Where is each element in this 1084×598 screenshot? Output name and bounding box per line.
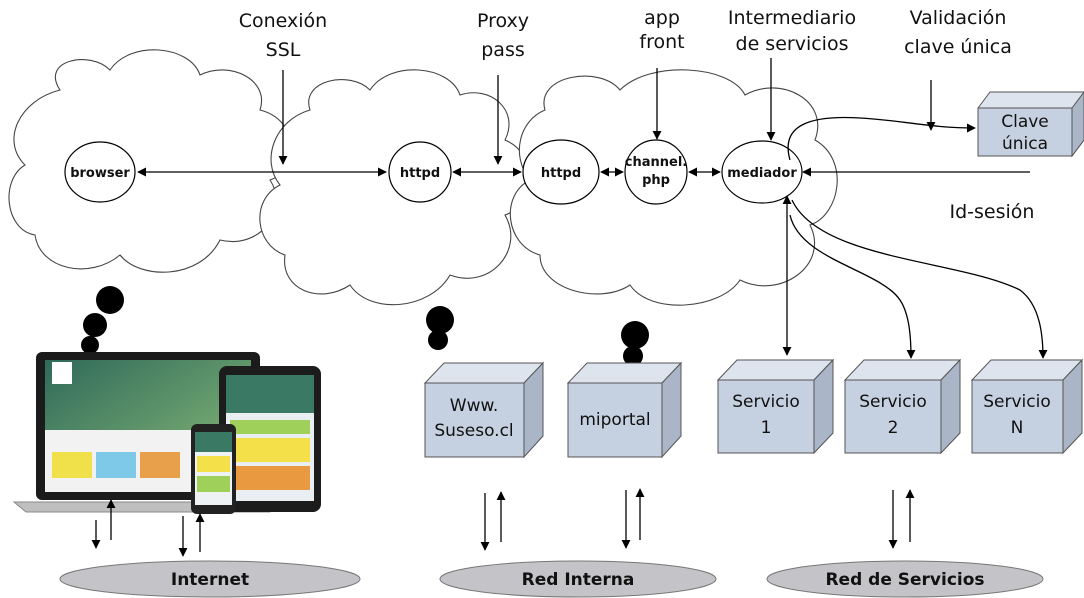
cloud-app-front (509, 69, 838, 366)
node-browser: browser (64, 141, 136, 203)
box-suseso: Www. Suseso.cl (423, 361, 545, 459)
label-app: app (644, 7, 680, 29)
label-de-servicios: de servicios (736, 33, 849, 55)
mediador-servicioN-link (791, 199, 1048, 359)
servicioN-line2: N (1011, 418, 1024, 438)
suseso-line2: Suseso.cl (434, 421, 513, 441)
channel-label-2: php (642, 173, 670, 188)
servicio1-line2: 1 (761, 418, 772, 438)
mediador-label: mediador (727, 166, 797, 181)
servicio2-line1: Servicio (859, 392, 927, 412)
box-miportal: miportal (566, 361, 683, 459)
servicioN-line1: Servicio (983, 392, 1051, 412)
browser-label: browser (70, 166, 130, 181)
node-httpd-app: httpd (522, 139, 600, 205)
label-intermediario: Intermediario (728, 7, 856, 29)
devices-illustration (12, 352, 321, 514)
label-id-sesion: Id-sesión (950, 201, 1035, 223)
cloud-httpd (259, 69, 530, 350)
mediador-to-clave (787, 116, 976, 161)
suseso-line1: Www. (450, 396, 498, 416)
box-servicio-2: Servicio 2 (843, 358, 962, 455)
node-httpd-proxy: httpd (388, 141, 452, 203)
clave-line1: Clave (1001, 112, 1049, 132)
httpd-app-label: httpd (541, 166, 581, 181)
network-red-servicios: Red de Servicios (766, 560, 1044, 598)
clave-line2: única (1002, 134, 1048, 154)
node-channel-php: channel. php (624, 139, 688, 205)
label-conexion: Conexión (239, 10, 327, 32)
red-servicios-label: Red de Servicios (825, 570, 984, 590)
cloud-browser (8, 49, 292, 354)
channel-label-1: channel. (625, 155, 687, 170)
label-clave-unica: clave única (904, 36, 1012, 58)
red-interna-label: Red Interna (522, 570, 635, 590)
miportal-label: miportal (579, 410, 650, 430)
httpd-proxy-label: httpd (400, 166, 440, 181)
label-pass: pass (481, 39, 525, 61)
node-mediador: mediador (721, 140, 803, 204)
label-proxy: Proxy (477, 10, 529, 32)
mediador-servicio2-link (789, 214, 916, 359)
box-clave-unica: Clave única (977, 91, 1084, 158)
phone-icon (191, 424, 236, 514)
network-internet: Internet (59, 560, 361, 598)
box-servicio-n: Servicio N (970, 358, 1084, 455)
box-servicio-1: Servicio 1 (716, 358, 835, 455)
tablet-icon (219, 366, 321, 512)
servicio1-line1: Servicio (732, 392, 800, 412)
servicio2-line2: 2 (888, 418, 899, 438)
label-ssl: SSL (266, 39, 301, 61)
label-front: front (639, 31, 684, 53)
internet-label: Internet (171, 570, 249, 590)
label-validacion: Validación (910, 7, 1007, 29)
network-red-interna: Red Interna (439, 560, 717, 598)
